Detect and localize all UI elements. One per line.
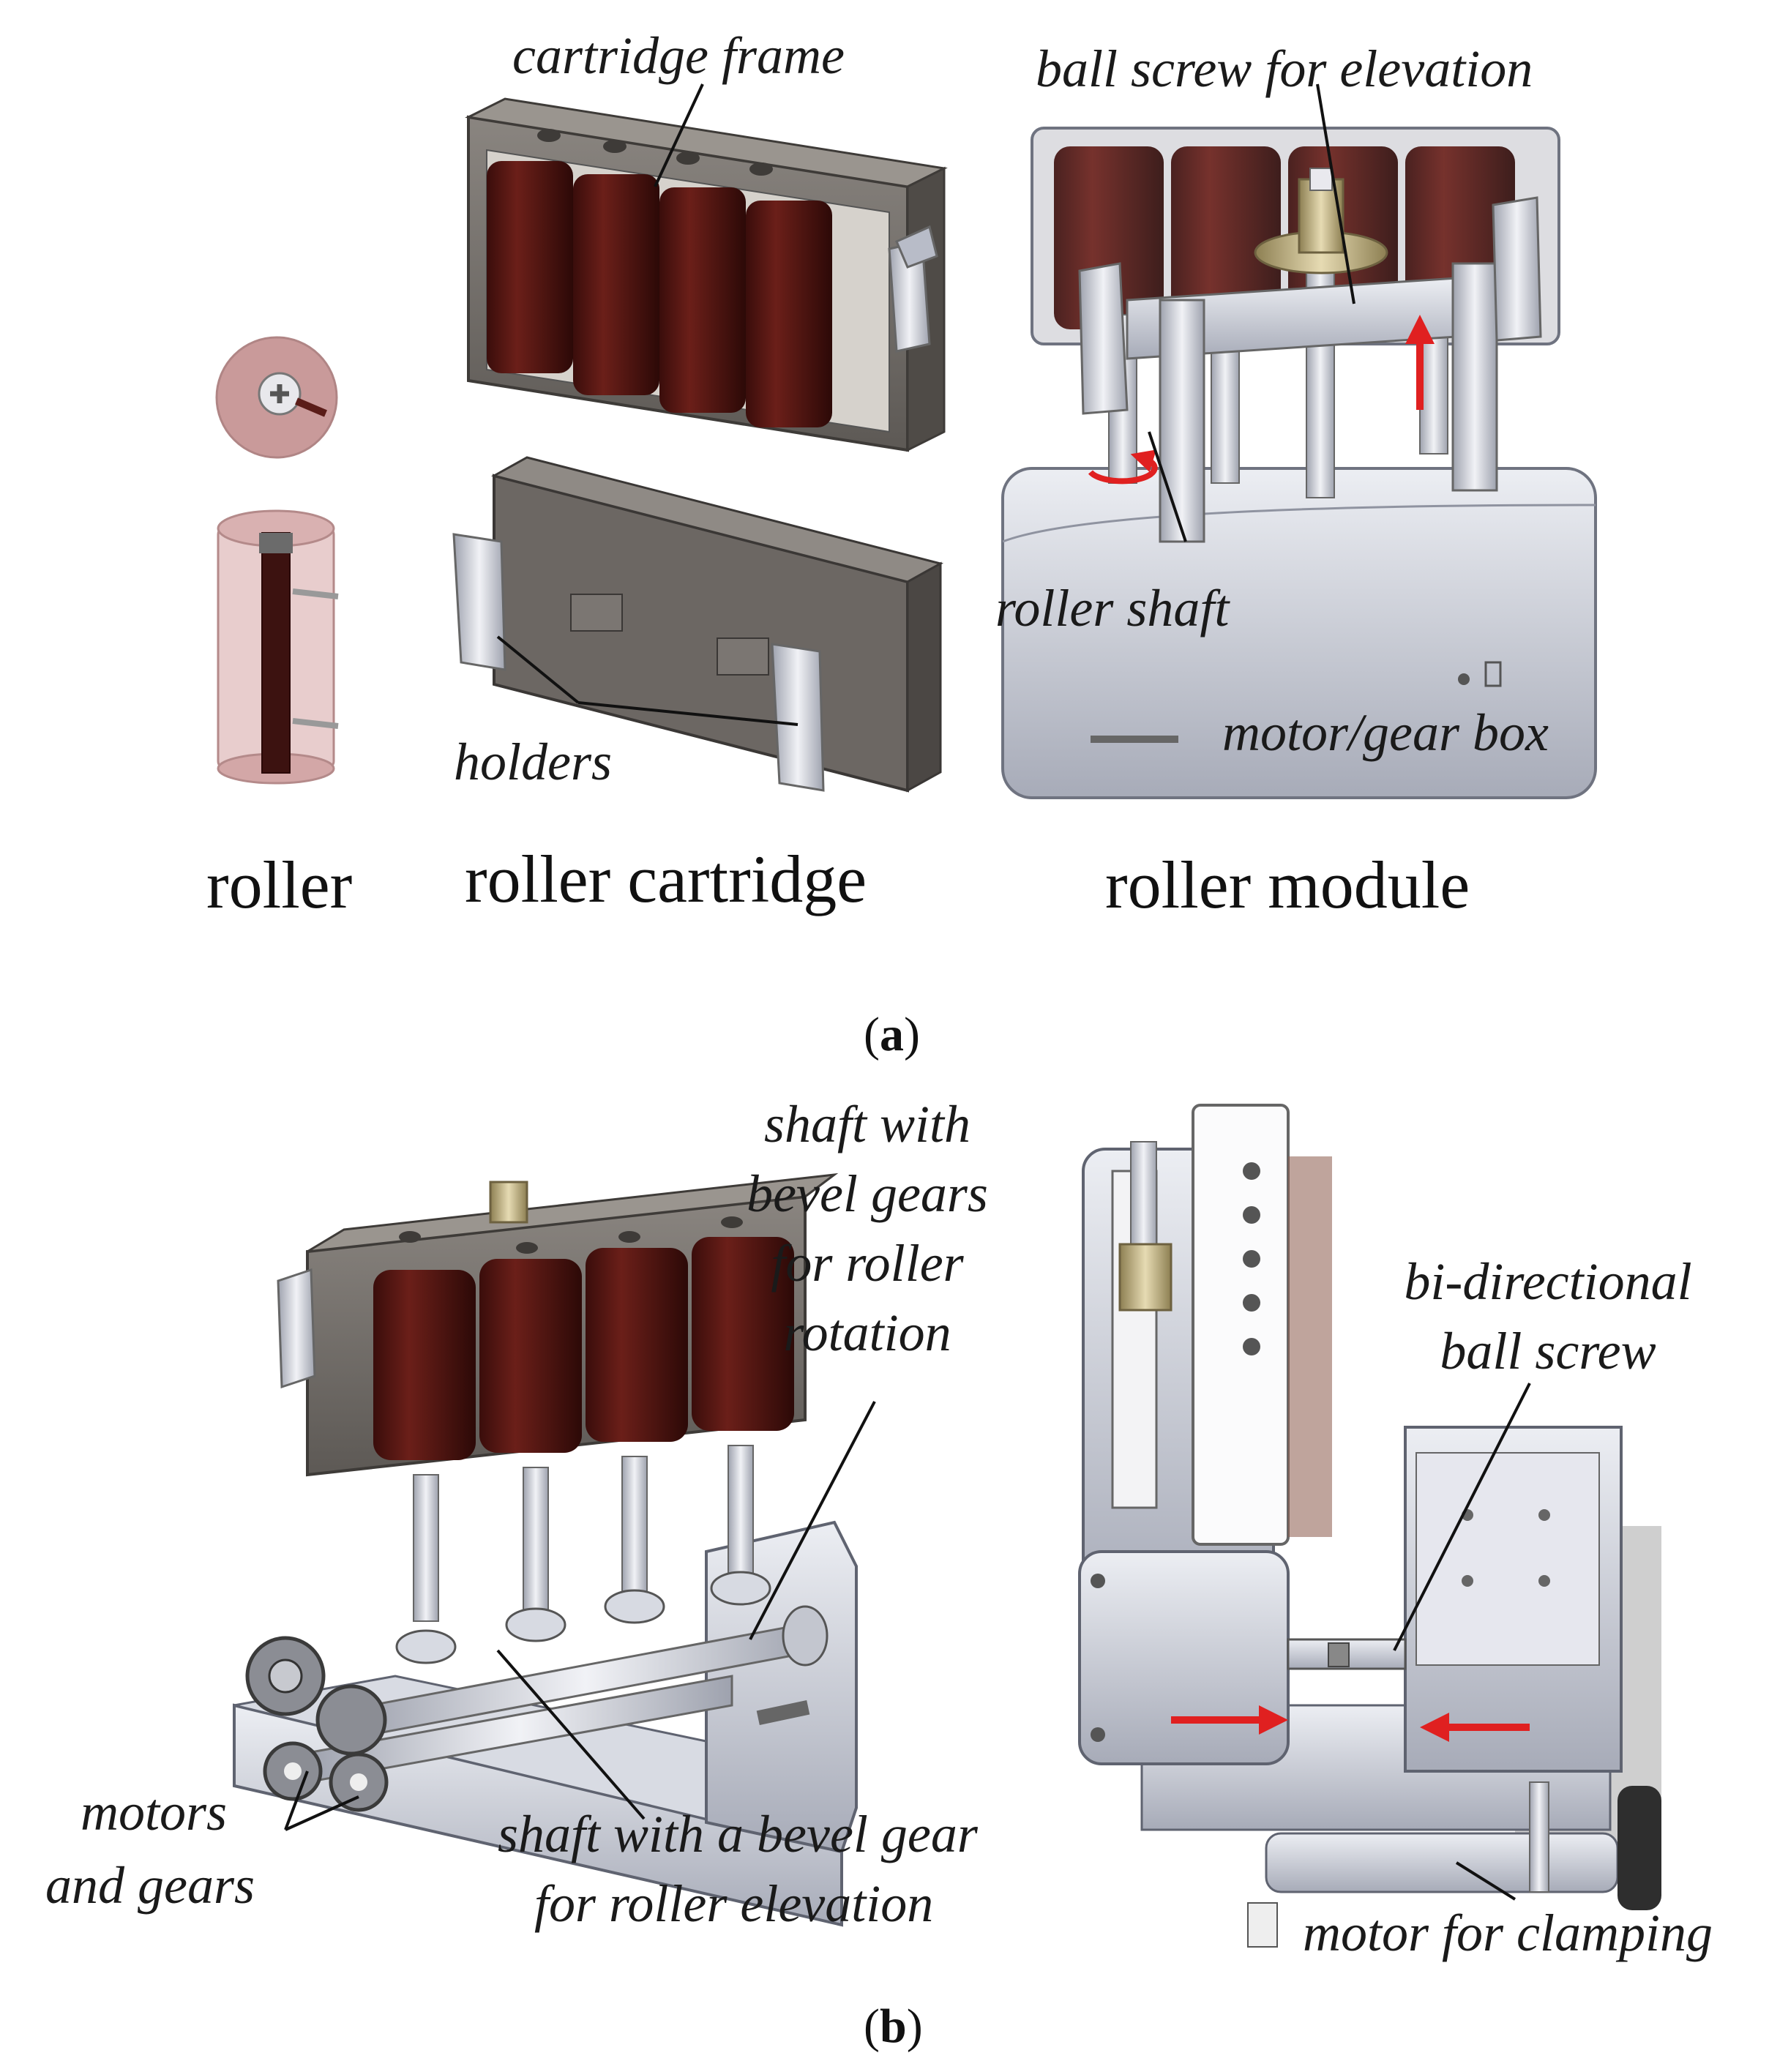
callout-bevel-gears-line4: rotation [783,1304,951,1362]
callout-bevel-gears-line2: bevel gears [747,1164,988,1223]
cartridge-back-view [452,456,944,793]
callout-bidirectional-line1: bi-directional [1404,1252,1691,1311]
callout-roller-shaft: roller shaft [995,579,1230,637]
panel-a: cartridge frame ball screw for elevation… [206,26,1597,1061]
cartridge-front-view [465,97,948,452]
drive-assembly-view [233,1172,858,1927]
callout-bevel-gears-line1: shaft with [764,1095,970,1153]
caption-roller: roller [206,848,352,922]
callout-holders: holders [454,733,612,791]
callout-motor-clamping: motor for clamping [1303,1904,1713,1962]
caption-roller-module: roller module [1105,848,1470,922]
callout-motor-gear-box: motor/gear box [1222,703,1549,762]
callout-motors-line2: and gears [45,1856,255,1915]
clamping-assembly-view [1078,1104,1661,1948]
callout-ball-screw-elevation: ball screw for elevation [1036,40,1533,98]
caption-roller-cartridge: roller cartridge [465,842,867,916]
callout-cartridge-frame: cartridge frame [512,26,845,85]
callout-elevation-line2: for roller elevation [534,1874,933,1933]
panel-b-leaders [284,1383,1531,1901]
panel-a-label: (a) [864,1008,920,1061]
callout-motors-line1: motors [81,1783,227,1841]
callout-bidirectional-line2: ball screw [1440,1322,1656,1380]
roller-module-view [1001,127,1597,799]
panel-b: shaft with bevel gears for roller rotati… [45,1095,1713,2053]
roller-side-view [217,509,339,785]
panel-b-label: (b) [864,2000,923,2053]
callout-bevel-gears-line3: for roller [771,1234,964,1293]
panel-a-leaders [496,83,1355,726]
callout-elevation-line1: shaft with a bevel gear [498,1805,979,1863]
roller-end-view [215,336,338,459]
